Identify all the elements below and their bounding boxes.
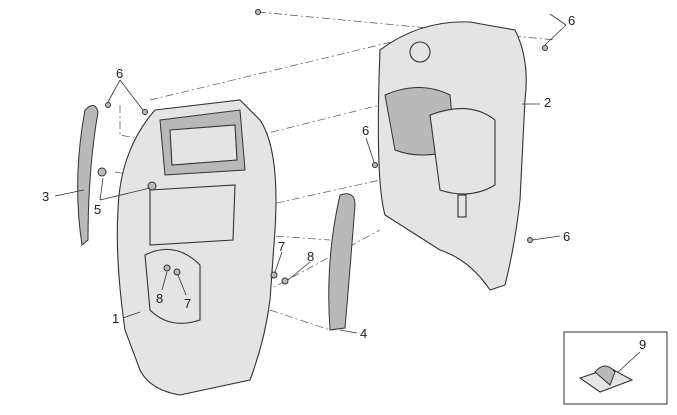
callout-6-middle: 6 <box>362 123 369 138</box>
callout-8-right: 8 <box>307 249 314 264</box>
callout-5: 5 <box>94 202 101 217</box>
clip-icon <box>270 271 278 279</box>
callout-4: 4 <box>360 326 367 341</box>
callout-7-right: 7 <box>278 239 285 254</box>
right-trim-part <box>328 193 356 331</box>
callout-9: 9 <box>639 337 646 352</box>
screw-icon <box>372 162 378 168</box>
leader-lines <box>54 13 567 334</box>
callout-2: 2 <box>544 95 551 110</box>
callout-6-bottom-right: 6 <box>563 229 570 244</box>
nut-icon <box>281 277 289 285</box>
nut-icon <box>163 264 171 272</box>
front-shield-part <box>116 99 277 396</box>
callout-1: 1 <box>112 311 119 326</box>
callout-6-top-right: 6 <box>568 13 575 28</box>
callout-7-left: 7 <box>184 296 191 311</box>
screw-icon <box>97 167 107 177</box>
screw-icon <box>255 9 261 15</box>
leg-shield-part <box>377 21 527 291</box>
speed-nut-inset <box>563 331 668 405</box>
screw-icon <box>527 237 533 243</box>
screw-icon <box>542 45 548 51</box>
callout-8-left: 8 <box>156 291 163 306</box>
left-trim-part <box>77 105 99 246</box>
screw-icon <box>147 181 157 191</box>
clip-icon <box>173 268 181 276</box>
screw-icon <box>142 109 148 115</box>
callout-3: 3 <box>42 189 49 204</box>
callouts: 6 6 2 6 3 5 7 8 6 8 7 1 4 9 <box>42 13 646 352</box>
callout-6-top-left: 6 <box>116 66 123 81</box>
screw-icon <box>105 102 111 108</box>
fasteners <box>97 9 548 285</box>
